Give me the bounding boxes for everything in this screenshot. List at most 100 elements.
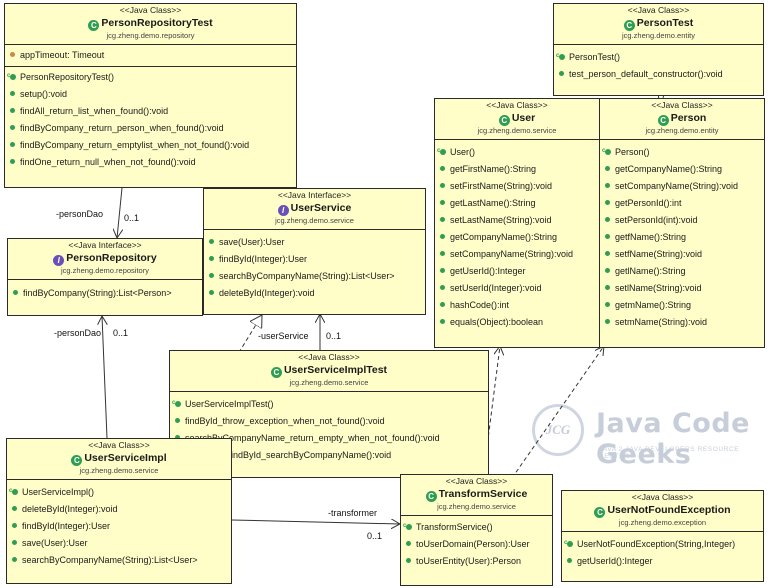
method-row: User() bbox=[435, 144, 599, 161]
methods-section: findByCompany(String):List<Person> bbox=[8, 279, 202, 304]
method-row: UserServiceImpl() bbox=[7, 484, 231, 501]
dep-transform-to-person bbox=[511, 346, 604, 479]
package-name: jcg.zheng.demo.entity bbox=[622, 31, 695, 40]
method-icon bbox=[605, 319, 610, 324]
method-row: Person() bbox=[600, 144, 764, 161]
edge-multiplicity-1: 0..1 bbox=[124, 213, 140, 223]
class-name: PersonTest bbox=[636, 17, 694, 29]
method-row: setLastName(String):void bbox=[435, 212, 599, 229]
method-row: PersonTest() bbox=[554, 49, 763, 66]
method-row: getCompanyName():String bbox=[435, 229, 599, 246]
method-row: toUserDomain(Person):User bbox=[401, 536, 552, 553]
class-icon: C bbox=[594, 507, 606, 518]
method-icon bbox=[10, 142, 15, 147]
method-row: PersonRepositoryTest() bbox=[5, 69, 296, 86]
method-icon bbox=[10, 125, 15, 130]
assoc-impl-to-repository bbox=[102, 316, 108, 439]
constructor-icon bbox=[9, 484, 18, 500]
method-row: setup():void bbox=[5, 86, 296, 103]
method-row: findByCompany(String):List<Person> bbox=[8, 285, 202, 302]
method-icon bbox=[12, 506, 17, 511]
package-name: jcg.zheng.demo.service bbox=[79, 466, 159, 475]
method-icon bbox=[605, 285, 610, 290]
methods-section: PersonRepositoryTest() setup():void find… bbox=[5, 66, 296, 173]
method-row: findById(Integer):User bbox=[204, 251, 425, 268]
package-name: jcg.zheng.demo.service bbox=[437, 502, 516, 511]
method-icon bbox=[12, 557, 17, 562]
method-row: hashCode():int bbox=[435, 297, 599, 314]
edge-label-persondao-2: -personDao bbox=[54, 328, 102, 338]
method-row: searchByCompanyName(String):List<User> bbox=[7, 552, 231, 569]
edge-multiplicity-4: 0..1 bbox=[367, 531, 383, 541]
method-icon bbox=[10, 91, 15, 96]
logo-tagline: JAVA 2 JAVA DEVELOPERS RESOURCE CENTER bbox=[599, 446, 740, 460]
class-icon: C bbox=[498, 115, 510, 126]
methods-section: PersonTest() test_person_default_constru… bbox=[554, 44, 763, 85]
method-icon bbox=[209, 273, 214, 278]
class-name: PersonRepositoryTest bbox=[101, 17, 213, 29]
constructor-icon bbox=[403, 519, 412, 535]
stereotype: <<Java Interface>> bbox=[68, 240, 142, 250]
method-row: setUserId(Integer):void bbox=[435, 280, 599, 297]
method-icon bbox=[605, 183, 610, 188]
stereotype: <<Java Class>> bbox=[631, 492, 694, 502]
assoc-impl-to-transform bbox=[231, 520, 400, 524]
method-row: getmName():String bbox=[600, 297, 764, 314]
method-row: deleteById(Integer):void bbox=[7, 501, 231, 518]
method-icon bbox=[605, 234, 610, 239]
method-icon bbox=[209, 290, 214, 295]
constructor-icon bbox=[602, 144, 611, 160]
java-code-geeks-logo: JCG Java Code Geeks JAVA 2 JAVA DEVELOPE… bbox=[526, 400, 766, 470]
stereotype: <<Java Class>> bbox=[627, 5, 690, 15]
method-icon bbox=[440, 285, 445, 290]
package-name: jcg.zheng.demo.service bbox=[289, 378, 369, 387]
method-row: getlName():String bbox=[600, 263, 764, 280]
stereotype: <<Java Class>> bbox=[651, 100, 713, 110]
method-icon bbox=[605, 200, 610, 205]
class-name: TransformService bbox=[438, 488, 528, 500]
method-row: test_person_default_constructor():void bbox=[554, 66, 763, 83]
method-icon bbox=[440, 183, 445, 188]
method-row: getPersonId():int bbox=[600, 195, 764, 212]
class-name: User bbox=[511, 112, 536, 124]
method-icon bbox=[440, 217, 445, 222]
method-icon bbox=[440, 234, 445, 239]
edge-label-persondao-1: -personDao bbox=[56, 209, 104, 219]
class-icon: C bbox=[71, 455, 83, 466]
method-icon bbox=[10, 108, 15, 113]
method-icon bbox=[605, 251, 610, 256]
method-row: searchByCompanyName_return_empty_when_no… bbox=[170, 430, 488, 447]
class-icon: C bbox=[623, 20, 635, 31]
constructor-icon bbox=[7, 69, 16, 85]
method-icon bbox=[605, 268, 610, 273]
stereotype: <<Java Interface>> bbox=[277, 190, 352, 200]
method-icon bbox=[13, 290, 18, 295]
constructor-icon bbox=[564, 536, 573, 552]
stereotype: <<Java Class>> bbox=[119, 5, 182, 15]
package-name: jcg.zheng.demo.service bbox=[275, 216, 354, 225]
method-row: setlName(String):void bbox=[600, 280, 764, 297]
class-icon: C bbox=[657, 115, 669, 126]
method-row: getCompanyName():String bbox=[600, 161, 764, 178]
method-row: equals(Object):boolean bbox=[435, 314, 599, 331]
method-row: getFirstName():String bbox=[435, 161, 599, 178]
method-row: findById(Integer):User bbox=[7, 518, 231, 535]
methods-section: TransformService() toUserDomain(Person):… bbox=[401, 515, 552, 572]
methods-section: Person() getCompanyName():String setComp… bbox=[600, 139, 764, 333]
method-icon bbox=[440, 166, 445, 171]
interface-name: PersonRepository bbox=[66, 252, 157, 264]
package-name: jcg.zheng.demo.repository bbox=[106, 31, 195, 40]
method-icon bbox=[605, 166, 610, 171]
method-icon bbox=[440, 268, 445, 273]
stereotype: <<Java Class>> bbox=[445, 476, 508, 486]
method-row: save(User):User bbox=[204, 234, 425, 251]
